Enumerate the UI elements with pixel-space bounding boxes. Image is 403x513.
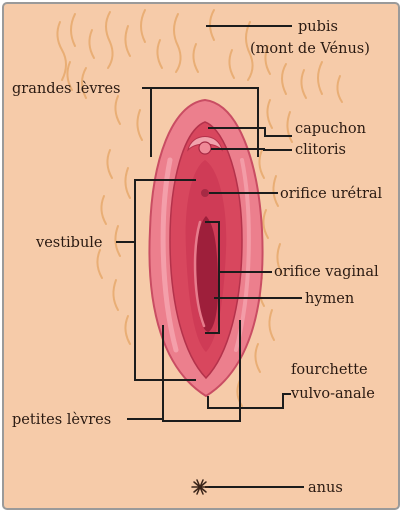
urethral-opening-shape <box>201 189 209 197</box>
label-clitoris: clitoris <box>295 142 346 158</box>
label-orifice-uretral: orifice urétral <box>280 186 383 202</box>
clitoris-shape <box>199 142 211 154</box>
label-hymen: hymen <box>305 291 354 307</box>
label-fourchette: fourchette <box>291 362 368 378</box>
label-vestibule: vestibule <box>35 235 103 251</box>
label-petites-levres: petites lèvres <box>12 412 111 428</box>
label-anus: anus <box>308 480 343 496</box>
label-pubis: pubis <box>298 19 338 35</box>
label-orifice-vaginal: orifice vaginal <box>274 264 379 280</box>
label-vulvo-anale: vulvo-anale <box>290 386 375 402</box>
label-capuchon: capuchon <box>295 121 366 137</box>
label-mont-de-venus: (mont de Vénus) <box>250 41 370 57</box>
label-grandes-levres: grandes lèvres <box>12 81 120 97</box>
